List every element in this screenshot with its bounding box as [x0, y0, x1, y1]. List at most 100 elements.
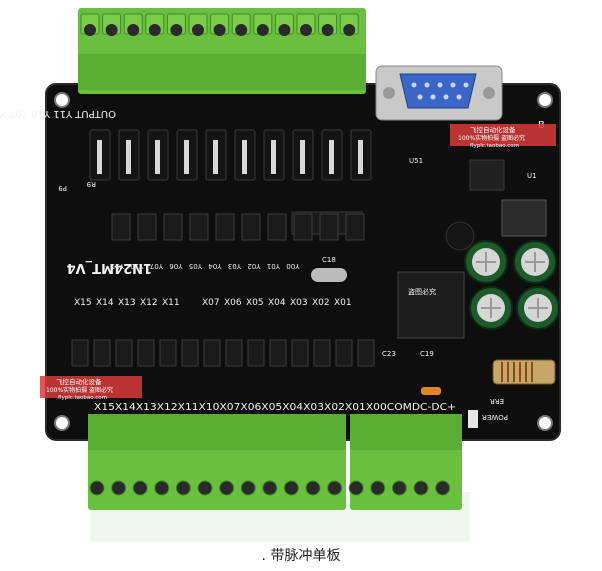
screw-hole [262, 480, 278, 496]
relay-highlight [213, 140, 218, 174]
watermark-left: 飞控自动化设备 100%实物拍摄 盗图必究 flyplc.taobao.com [40, 376, 142, 401]
screw-hole [283, 480, 299, 496]
screw-hole [132, 480, 148, 496]
screw-hole [435, 480, 451, 496]
capacitor-vent [481, 298, 501, 318]
screw-hole [213, 24, 226, 36]
relay-highlight [126, 140, 131, 174]
screw-hole [89, 480, 105, 496]
input-label: X13 [118, 298, 136, 308]
optocoupler [335, 339, 353, 367]
relay-highlight [329, 140, 334, 174]
regulator [501, 199, 547, 237]
screw-hole [192, 24, 204, 36]
label-u1: U1 [527, 172, 537, 180]
screw-hole [240, 480, 256, 496]
top-screw-row [80, 13, 359, 36]
power-switch [468, 410, 478, 428]
optocoupler [115, 339, 133, 367]
fuse [421, 387, 441, 395]
mount-hole [54, 92, 70, 108]
svg-text:flyplc.taobao.com: flyplc.taobao.com [58, 395, 107, 401]
optocoupler [93, 339, 111, 367]
svg-text:飞控自动化设备: 飞控自动化设备 [470, 125, 516, 134]
svg-text:100%实物拍摄 盗图必究: 100%实物拍摄 盗图必究 [46, 386, 113, 394]
relay-highlight [184, 140, 189, 174]
photo-caption: . 带脉冲单板 [261, 548, 341, 564]
caption-text: 带脉冲单板 [270, 548, 341, 564]
output-label: Y06 [169, 262, 184, 270]
crystal [311, 268, 347, 282]
db9-connector [375, 65, 503, 121]
optocoupler [267, 213, 287, 241]
input-label: X07 [202, 298, 220, 308]
mount-hole [537, 92, 553, 108]
screw-hole [305, 480, 321, 496]
optocoupler [247, 339, 265, 367]
output-label: Y04 [208, 262, 223, 270]
board-model: 1N24MT_V4 [67, 260, 152, 275]
screw-hole [413, 480, 429, 496]
output-label: Y03 [228, 262, 242, 270]
optocoupler [111, 213, 131, 241]
screw-hole [148, 24, 161, 36]
screw-hole [321, 24, 334, 36]
optocoupler [357, 339, 375, 367]
inductor [445, 221, 475, 251]
optocoupler [269, 339, 287, 367]
screw-hole [154, 480, 170, 496]
optocoupler [163, 213, 183, 241]
screw-hole [370, 480, 386, 496]
bottom-screw-row [89, 480, 451, 496]
label-c19: C19 [420, 350, 434, 358]
optocoupler [71, 339, 89, 367]
coil [492, 359, 556, 385]
screw-hole [256, 24, 269, 36]
label-r9: R9 [87, 180, 96, 188]
relay-highlight [242, 140, 247, 174]
screw-hole [105, 24, 118, 36]
optocoupler [291, 339, 309, 367]
output-label: Y07 [150, 262, 164, 270]
output-label: Y02 [247, 262, 261, 270]
optocoupler [345, 213, 365, 241]
screw-hole [111, 480, 127, 496]
bottom-header-text: X15X14X13X12X11X10X07X06X05X04X03X02X01X… [94, 402, 456, 413]
svg-text:100%实物拍摄 盗图必究: 100%实物拍摄 盗图必究 [458, 134, 525, 142]
input-label: X06 [224, 298, 242, 308]
top-terminal-block [78, 8, 366, 94]
optocoupler [319, 213, 339, 241]
label-p9: P9 [58, 184, 67, 192]
input-label: X04 [268, 298, 286, 308]
relay-highlight [155, 140, 160, 174]
relay-highlight [97, 140, 102, 174]
optocoupler [313, 339, 331, 367]
screw-hole [127, 24, 140, 36]
label-power: POWER [482, 413, 508, 421]
watermark-right: 飞控自动化设备 100%实物拍摄 盗图必究 flyplc.taobao.com [450, 124, 556, 149]
input-optocoupler-row [71, 339, 375, 367]
capacitor-vent [476, 252, 496, 272]
label-err: ERR [490, 397, 504, 405]
label-c18: C18 [322, 256, 336, 264]
screw-hole [278, 24, 291, 36]
main-chip: 盗图必究 [397, 271, 465, 339]
mount-hole [537, 415, 553, 431]
optocoupler [137, 213, 157, 241]
input-label: X05 [246, 298, 264, 308]
top-header-text: OUTPUT Y11 Y10 Y07 Y06 COM2 Y05 Y04 Y03 … [0, 108, 116, 119]
relay-highlight [300, 140, 305, 174]
ic-chip [469, 159, 505, 191]
label-c23: C23 [382, 350, 396, 358]
screw-hole [300, 24, 312, 36]
capacitor-vent [525, 252, 545, 272]
capacitor-group [464, 240, 560, 330]
label-u5: U51 [409, 157, 423, 165]
output-label: Y05 [189, 262, 203, 270]
optocoupler [241, 213, 261, 241]
optocoupler [137, 339, 155, 367]
screw-hole [175, 480, 191, 496]
